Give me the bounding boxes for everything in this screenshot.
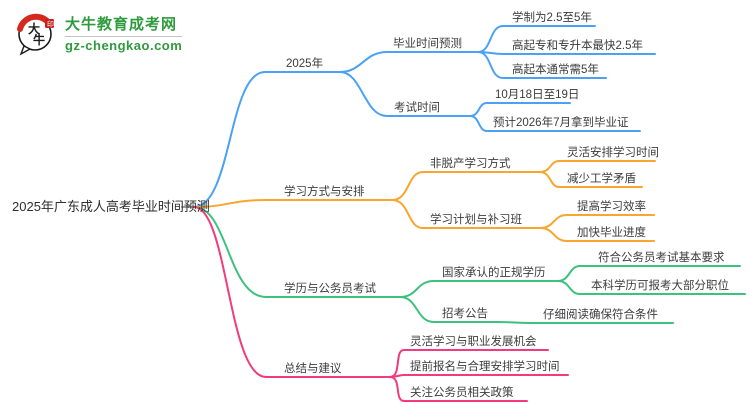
- node-less-conflict: 减少工学矛盾: [567, 173, 636, 185]
- logo-text-block: 大牛教育成考网 gz-chengkao.com: [65, 13, 183, 53]
- edge-civil-to-recognized: [399, 280, 559, 298]
- node-summary-advice: 总结与建议: [284, 363, 342, 375]
- node-exam-time: 考试时间: [394, 102, 440, 114]
- node-career-opportunity: 灵活学习与职业发展机会: [410, 336, 537, 348]
- svg-text:印: 印: [47, 21, 54, 29]
- node-improve-efficiency: 提高学习效率: [577, 201, 646, 213]
- node-diploma-2026: 预计2026年7月拿到毕业证: [493, 117, 629, 129]
- edge-root-to-study: [193, 199, 393, 208]
- node-speed-graduation: 加快毕业进度: [577, 227, 646, 239]
- node-study-arrangement: 学习方式与安排: [284, 186, 365, 198]
- edge-root-to-summary: [193, 206, 391, 378]
- node-follow-policies: 关注公务员相关政策: [410, 387, 514, 399]
- svg-text:大: 大: [28, 21, 40, 36]
- edge-exam-leaf-2: [469, 115, 641, 132]
- edge-plan-leaf-2: [539, 227, 655, 242]
- logo-domain: gz-chengkao.com: [65, 38, 183, 53]
- node-exam-dates: 10月18日至19日: [495, 89, 580, 101]
- edge-summary-leaf-3: [389, 376, 528, 402]
- logo-title: 大牛教育成考网: [65, 16, 178, 33]
- edge-parttime-leaf-1: [539, 160, 656, 173]
- node-schooling-years: 学制为2.5至5年: [512, 12, 592, 24]
- edge-root-to-civil: [193, 206, 401, 298]
- edge-recognized-leaf-2: [557, 280, 746, 295]
- node-recognized-diploma: 国家承认的正规学历: [442, 267, 546, 279]
- node-2025: 2025年: [286, 58, 324, 70]
- node-study-plan-classes: 学习计划与补习班: [430, 214, 522, 226]
- edge-parttime-leaf-2: [539, 171, 643, 188]
- site-logo: 大 牛 印 大牛教育成考网 gz-chengkao.com: [14, 10, 183, 56]
- node-graduation-forecast: 毕业时间预测: [393, 38, 462, 50]
- svg-text:牛: 牛: [33, 32, 45, 47]
- node-read-carefully: 仔细阅读确保符合条件: [543, 309, 658, 321]
- edge-2025-to-exam-time: [339, 71, 471, 117]
- logo-mark-icon: 大 牛 印: [17, 13, 54, 56]
- edge-exam-leaf-1: [469, 102, 571, 117]
- node-bachelor-positions: 本科学历可报考大部分职位: [591, 280, 729, 292]
- node-parttime-mode: 非脱产学习方式: [430, 158, 511, 170]
- edge-graduation-leaf-1: [477, 25, 596, 53]
- node-fastest-25-years: 高起专和专升本最快2.5年: [512, 40, 643, 52]
- root-node: 2025年广东成人高考毕业时间预测: [12, 199, 210, 214]
- edge-summary-leaf-2: [389, 374, 569, 378]
- logo-divider: [65, 36, 183, 37]
- node-flexible-schedule: 灵活安排学习时间: [567, 147, 659, 159]
- edge-2025-to-graduation-forecast: [339, 51, 479, 73]
- edge-study-to-parttime: [391, 171, 541, 201]
- node-usually-5-years: 高起本通常需5年: [512, 64, 599, 76]
- edge-announcement-leaf-1: [496, 321, 674, 324]
- edge-root-to-2025: [193, 71, 341, 208]
- node-register-early: 提前报名与合理安排学习时间: [410, 361, 560, 373]
- node-meets-exam-requirements: 符合公务员考试基本要求: [598, 252, 725, 264]
- edge-study-to-plan: [391, 199, 541, 229]
- node-civil-service: 学历与公务员考试: [284, 283, 376, 295]
- node-recruitment-announcement: 招考公告: [442, 308, 488, 320]
- edge-civil-to-announcement: [399, 296, 498, 323]
- edge-graduation-leaf-3: [477, 51, 607, 79]
